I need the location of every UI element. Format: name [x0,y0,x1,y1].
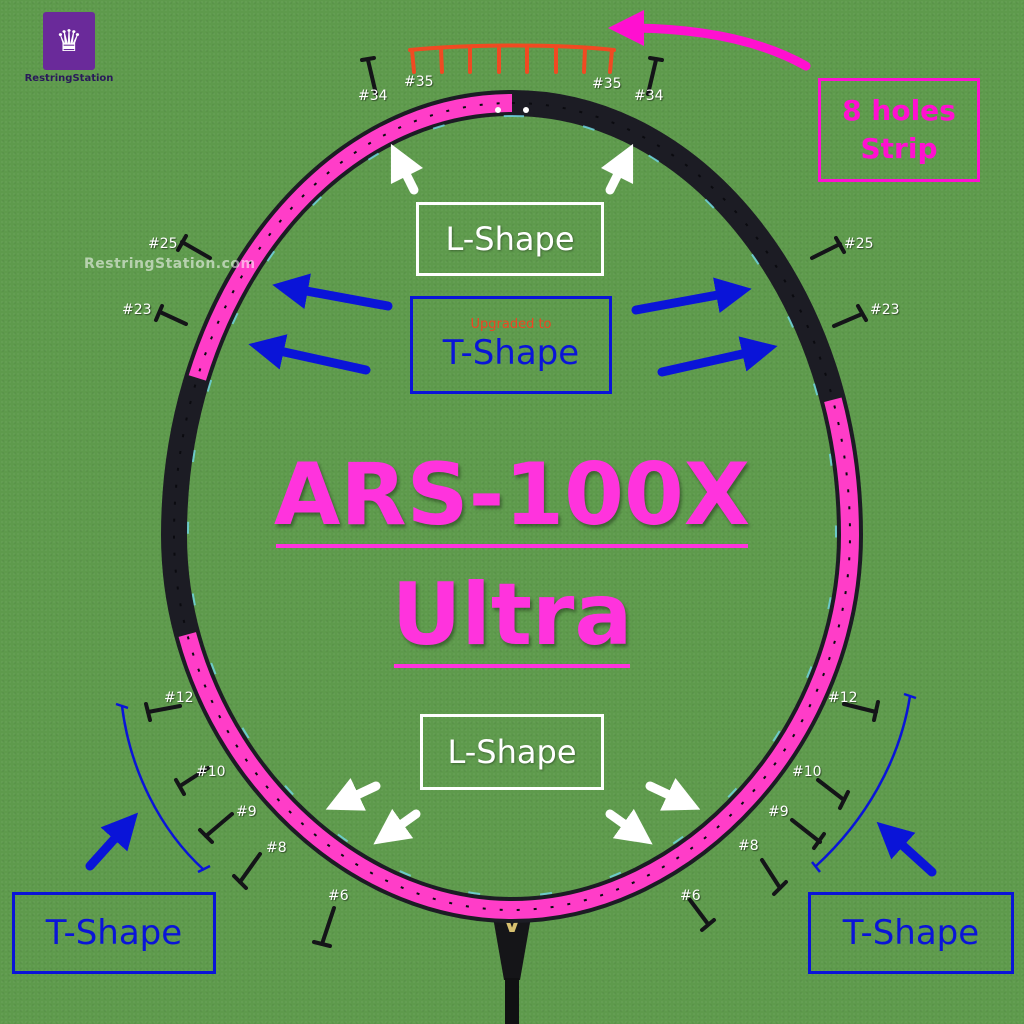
white-arrows [325,143,701,845]
arrow-left-t-shape [85,812,139,871]
frame-marker-dot [523,107,529,113]
hole-label-23-right: #23 [870,302,900,318]
arrow-bottom-left-upper [325,778,381,811]
right-t-shape-box: T-Shape [808,892,1014,974]
hole-label-8-right: #8 [738,838,759,854]
grommet-peg-6-left [312,906,336,948]
strip-line2: Strip [860,132,938,165]
hole-label-6-right: #6 [680,888,701,904]
racket-frame [160,89,864,924]
grommet-peg-8-right [760,858,788,896]
grommet-peg-8-left [232,852,262,890]
top-l-shape-box: L-Shape [416,202,604,276]
bottom-l-shape-label: L-Shape [447,733,577,771]
hole-label-10-right: #10 [792,764,822,780]
arrow-bottom-right-lower [605,808,653,845]
arrow-bottom-left-lower [373,808,421,845]
grommet-peg-23-left [154,304,188,326]
arrow-bottom-right-upper [645,778,701,811]
grommet-peg-6-right [688,898,716,932]
upgraded-note: Upgraded to [470,317,552,332]
strip-line1: 8 holes [842,94,956,127]
hole-label-12-right: #12 [828,690,858,706]
bracket-right [815,695,912,867]
title-line2: Ultra [391,565,633,665]
arrow-upgrade-left-lower [248,334,371,375]
left-t-shape-box: T-Shape [12,892,216,974]
grommet-peg-10-right [816,778,850,810]
frame-marker-dot [495,107,501,113]
arrow-upgrade-right-lower [657,336,778,377]
grommet-peg-23-right [832,304,868,328]
title-underline-2 [394,664,630,668]
blue-brackets [115,692,917,874]
arrow-top-left [390,143,424,195]
hole-label-35-left: #35 [404,74,434,90]
hole-label-12-left: #12 [164,690,194,706]
watermark: RestringStation.com [84,256,256,272]
bracket-left [120,705,205,871]
grommet-peg-12-left [144,702,182,722]
grommet-peg-12-right [842,700,880,722]
blue-arrows [85,273,937,877]
strip-box: 8 holes Strip [818,78,980,182]
upgraded-t-shape-label: T-Shape [442,333,580,373]
title-line1: ARS-100X [273,445,751,545]
hole-label-23-left: #23 [122,302,152,318]
grommet-peg-25-right [810,236,846,260]
grommet-peg-9-left [198,812,234,844]
brand-logo: ♛ RestringStation [22,12,116,84]
right-t-shape-label: T-Shape [842,913,980,953]
title-underline-1 [276,544,748,548]
grommet-peg-25-left [176,234,212,260]
hole-label-10-left: #10 [196,764,226,780]
grommet-pegs [144,56,880,948]
hole-label-8-left: #8 [266,840,287,856]
hole-label-34-left: #34 [358,88,388,104]
hole-label-9-left: #9 [236,804,257,820]
top-l-shape-label: L-Shape [445,220,575,258]
crown-icon: ♛ [43,12,95,70]
grommet-peg-34-left [360,56,378,96]
arrow-upgrade-right-upper [631,277,752,315]
hole-label-25-right: #25 [844,236,874,252]
arrow-strip [608,10,811,71]
grommet-peg-9-right [790,818,826,850]
hole-label-34-right: #34 [634,88,664,104]
upgraded-t-shape-box: Upgraded to T-Shape [410,296,612,394]
brand-name: RestringStation [24,73,114,84]
bottom-l-shape-box: L-Shape [420,714,604,790]
arrow-right-t-shape [876,821,937,877]
arrow-top-right [600,143,634,195]
eight-hole-strip [408,43,616,74]
grommet-peg-10-left [174,766,210,796]
left-t-shape-label: T-Shape [45,913,183,953]
grommet-peg-34-right [646,56,664,96]
arrow-upgrade-left-upper [272,273,393,311]
hole-label-25-left: #25 [148,236,178,252]
hole-label-35-right: #35 [592,76,622,92]
hole-label-6-left: #6 [328,888,349,904]
hole-label-9-right: #9 [768,804,789,820]
